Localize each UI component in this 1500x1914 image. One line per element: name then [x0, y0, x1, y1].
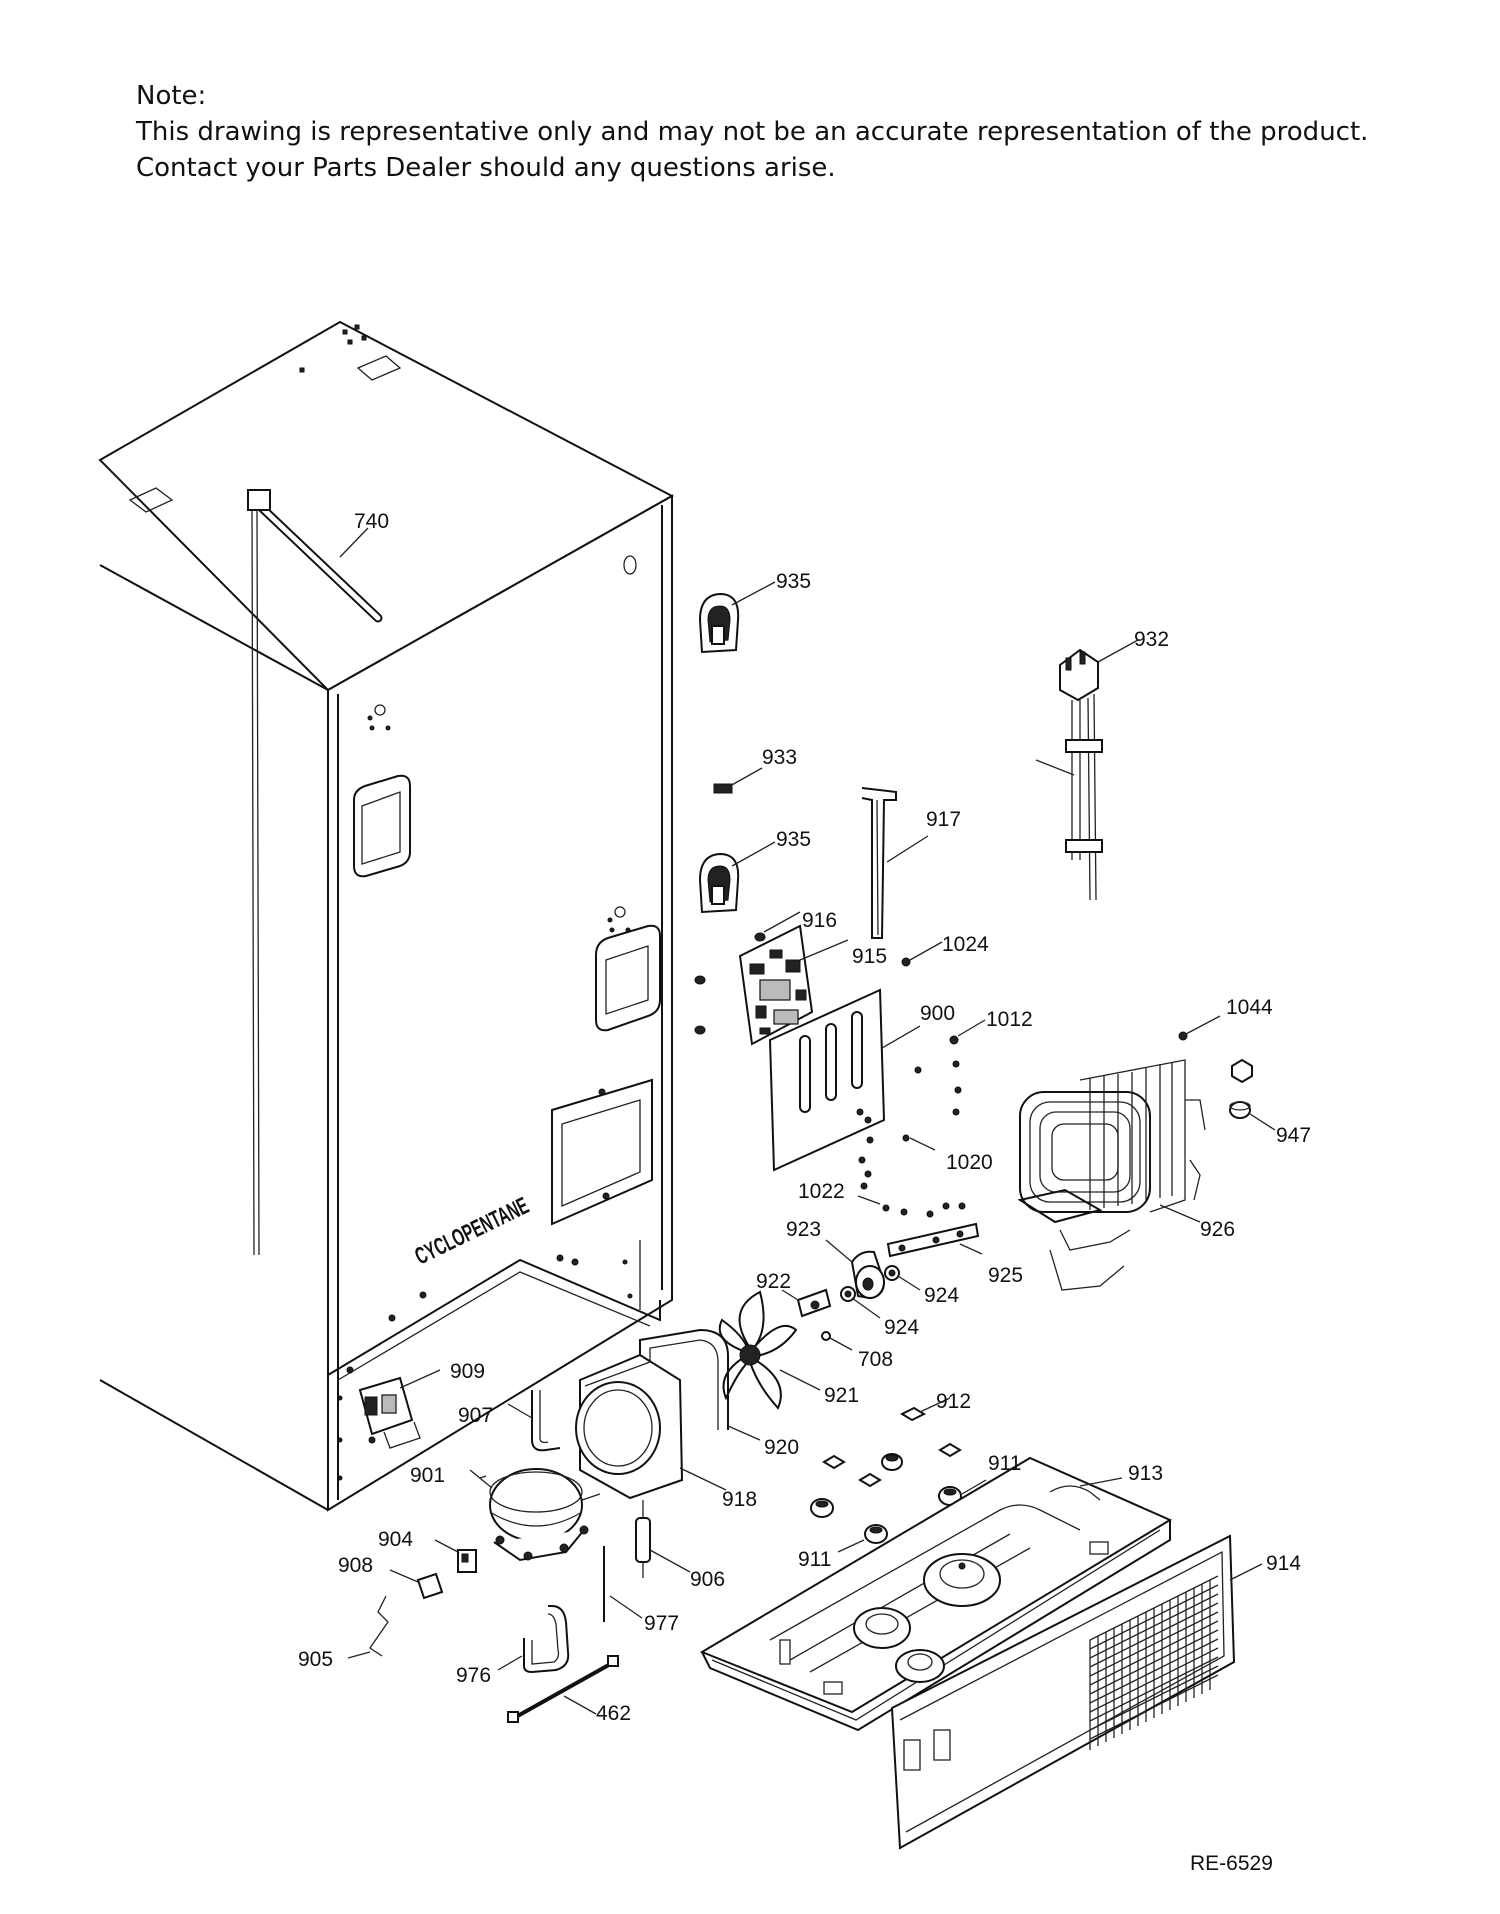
callout-913: 913 [1128, 1462, 1163, 1485]
part-926-evaporator [1017, 1059, 1206, 1291]
callout-916: 916 [802, 909, 837, 932]
part-935-wire-clip-upper [698, 581, 776, 654]
note-heading: Note: [136, 81, 207, 111]
callout-918: 918 [722, 1488, 757, 1511]
callout-924-b: 924 [884, 1316, 919, 1339]
callout-labels: 740 935 932 933 917 935 916 915 1024 900… [298, 510, 1311, 1725]
part-925-heater-bracket [857, 1195, 983, 1258]
part-740-drain-tube [247, 489, 383, 1256]
part-913-base-pan [699, 1456, 1173, 1732]
callout-904: 904 [378, 1528, 413, 1551]
part-923-fan-motor [781, 1239, 921, 1351]
part-901-compressor [469, 1468, 601, 1562]
callout-925: 925 [988, 1264, 1023, 1287]
callout-924-a: 924 [924, 1284, 959, 1307]
callout-935-lower: 935 [776, 828, 811, 851]
callout-914: 914 [1266, 1552, 1301, 1575]
part-917-wire-harness [861, 787, 929, 939]
callout-1012: 1012 [986, 1008, 1033, 1031]
callout-900: 900 [920, 1002, 955, 1025]
callout-905: 905 [298, 1648, 333, 1671]
part-914-rear-grille [890, 1534, 1263, 1850]
callout-976: 976 [456, 1664, 491, 1687]
callout-921: 921 [824, 1384, 859, 1407]
callout-922: 922 [756, 1270, 791, 1293]
part-918-fan-shroud [575, 1353, 727, 1500]
part-976-tube [497, 1605, 570, 1674]
callout-947: 947 [1276, 1124, 1311, 1147]
part-912-911-grommets [810, 1397, 987, 1553]
part-904-overload [434, 1539, 477, 1573]
callout-915: 915 [852, 945, 887, 968]
part-905-wire [347, 1595, 389, 1659]
callout-977: 977 [644, 1612, 679, 1635]
note-line-1: This drawing is representative only and … [136, 117, 1369, 147]
part-921-fan-blade [718, 1290, 821, 1410]
part-1044-947-fasteners [1178, 1015, 1276, 1131]
callout-909: 909 [450, 1360, 485, 1383]
part-915-control-board [694, 911, 849, 1046]
part-932-power-cord [1035, 639, 1139, 901]
callout-906: 906 [690, 1568, 725, 1591]
part-900-board-bracket [768, 988, 921, 1172]
callout-740: 740 [354, 510, 389, 533]
callout-708: 708 [858, 1348, 893, 1371]
callout-920: 920 [764, 1436, 799, 1459]
callout-911-b: 911 [798, 1548, 831, 1571]
part-935-wire-clip-lower [698, 841, 776, 914]
callout-926: 926 [1200, 1218, 1235, 1241]
callout-1022: 1022 [798, 1180, 845, 1203]
callout-462: 462 [596, 1702, 631, 1725]
part-462-rod [507, 1655, 619, 1723]
callout-935-upper: 935 [776, 570, 811, 593]
screws-group [858, 941, 986, 1190]
callout-917: 917 [926, 808, 961, 831]
callout-912: 912 [936, 1390, 971, 1413]
callout-1024: 1024 [942, 933, 989, 956]
part-920-tube [639, 1328, 761, 1441]
callout-1020: 1020 [946, 1151, 993, 1174]
refrigerator-cabinet: CYCLOPENTANE [98, 320, 675, 1512]
part-906-drier [635, 1500, 691, 1578]
callout-1044: 1044 [1226, 996, 1273, 1019]
part-907-tube [507, 1390, 561, 1452]
note-line-2: Contact your Parts Dealer should any que… [136, 153, 836, 183]
callout-933: 933 [762, 746, 797, 769]
callout-932: 932 [1134, 628, 1169, 651]
disclaimer-note: Note: This drawing is representative onl… [136, 78, 1386, 186]
part-933-clip [713, 767, 763, 794]
callout-911-a: 911 [988, 1452, 1021, 1475]
part-977-tube [603, 1546, 643, 1622]
callout-908: 908 [338, 1554, 373, 1577]
callout-901: 901 [410, 1464, 445, 1487]
drawing-reference-number: RE-6529 [1190, 1852, 1273, 1875]
callout-923: 923 [786, 1218, 821, 1241]
part-908-relay [389, 1569, 444, 1600]
callout-907: 907 [458, 1404, 493, 1427]
part-909-water-valve [358, 1369, 441, 1449]
